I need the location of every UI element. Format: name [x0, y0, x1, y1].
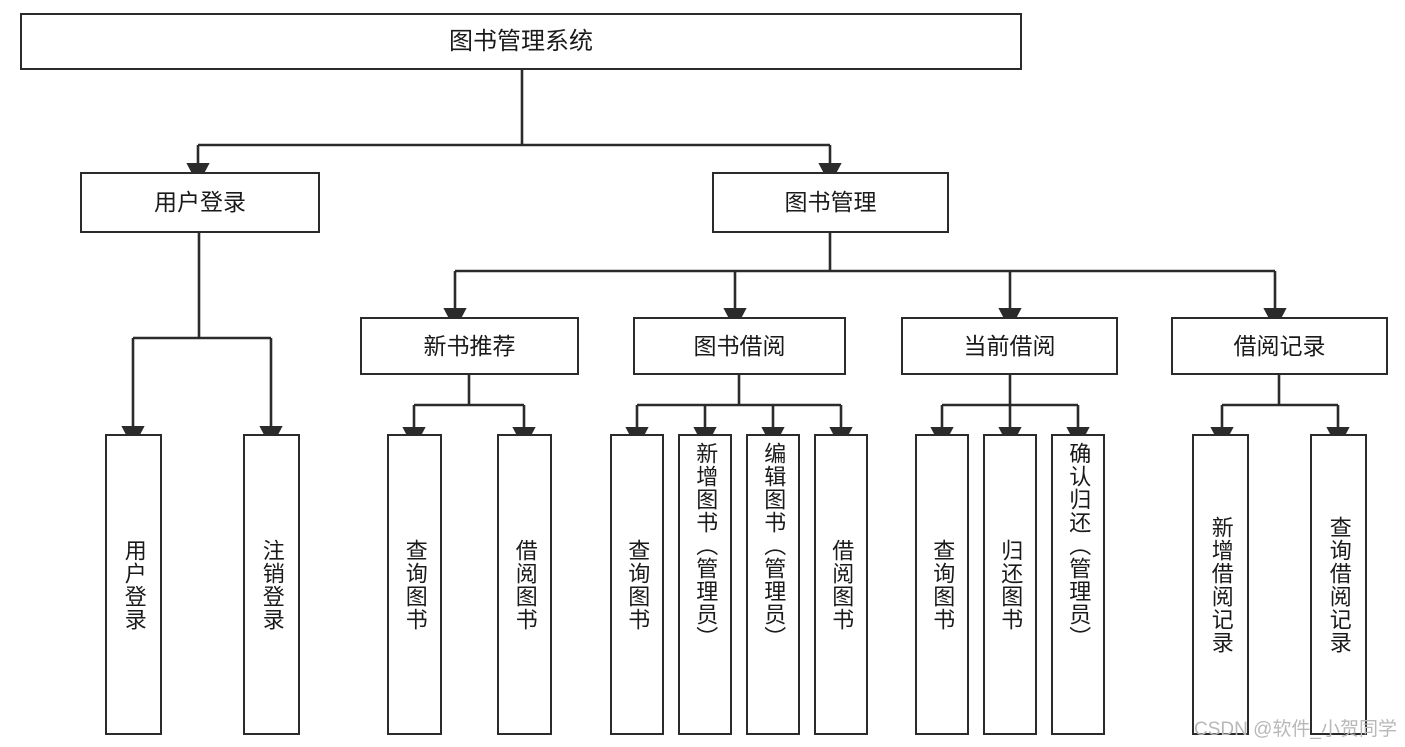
node-label: 新增借阅记录 [1208, 515, 1234, 654]
node-label: 新书推荐 [423, 332, 516, 359]
leaf-query-book-current[interactable]: 查询图书 [915, 434, 969, 735]
node-label: 图书管理 [784, 189, 877, 216]
leaf-user-login[interactable]: 用户登录 [105, 434, 162, 735]
node-book-borrow[interactable]: 图书借阅 [633, 317, 846, 375]
leaf-confirm-return[interactable]: 确认归还（管理员） [1051, 434, 1105, 735]
leaf-borrow-book[interactable]: 借阅图书 [814, 434, 868, 735]
leaf-query-book-recommend[interactable]: 查询图书 [387, 434, 442, 735]
node-current-borrow[interactable]: 当前借阅 [901, 317, 1118, 375]
leaf-query-book-borrow[interactable]: 查询图书 [610, 434, 664, 735]
node-label: 借阅图书 [829, 538, 855, 631]
node-user-login[interactable]: 用户登录 [80, 172, 320, 233]
node-label: 图书管理系统 [449, 27, 593, 55]
node-label: 借阅图书 [512, 538, 538, 631]
csdn-watermark: CSDN @软件_小贺同学 [1194, 719, 1397, 740]
node-label: 新增图书（管理员） [693, 442, 719, 649]
node-label: 查询图书 [402, 538, 428, 631]
node-label: 注销登录 [259, 538, 285, 631]
node-book-manage[interactable]: 图书管理 [712, 172, 949, 233]
node-borrow-record[interactable]: 借阅记录 [1171, 317, 1388, 375]
node-label: 借阅记录 [1233, 332, 1326, 359]
node-new-book-recommend[interactable]: 新书推荐 [360, 317, 579, 375]
node-label: 归还图书 [998, 538, 1024, 631]
node-label: 用户登录 [154, 189, 246, 216]
leaf-query-borrow-record[interactable]: 查询借阅记录 [1310, 434, 1367, 735]
leaf-edit-book[interactable]: 编辑图书（管理员） [746, 434, 800, 735]
node-label: 图书借阅 [693, 332, 786, 359]
node-label: 当前借阅 [963, 332, 1056, 359]
leaf-add-borrow-record[interactable]: 新增借阅记录 [1192, 434, 1249, 735]
node-label: 编辑图书（管理员） [761, 442, 787, 649]
leaf-borrow-book-recommend[interactable]: 借阅图书 [497, 434, 552, 735]
leaf-add-book[interactable]: 新增图书（管理员） [678, 434, 732, 735]
leaf-user-logout[interactable]: 注销登录 [243, 434, 300, 735]
node-label: 查询图书 [625, 538, 651, 631]
node-label: 查询借阅记录 [1326, 515, 1352, 654]
leaf-return-book[interactable]: 归还图书 [983, 434, 1037, 735]
node-root-system[interactable]: 图书管理系统 [20, 13, 1022, 70]
node-label: 确认归还（管理员） [1066, 442, 1092, 649]
node-label: 用户登录 [121, 538, 147, 631]
node-label: 查询图书 [930, 538, 956, 631]
